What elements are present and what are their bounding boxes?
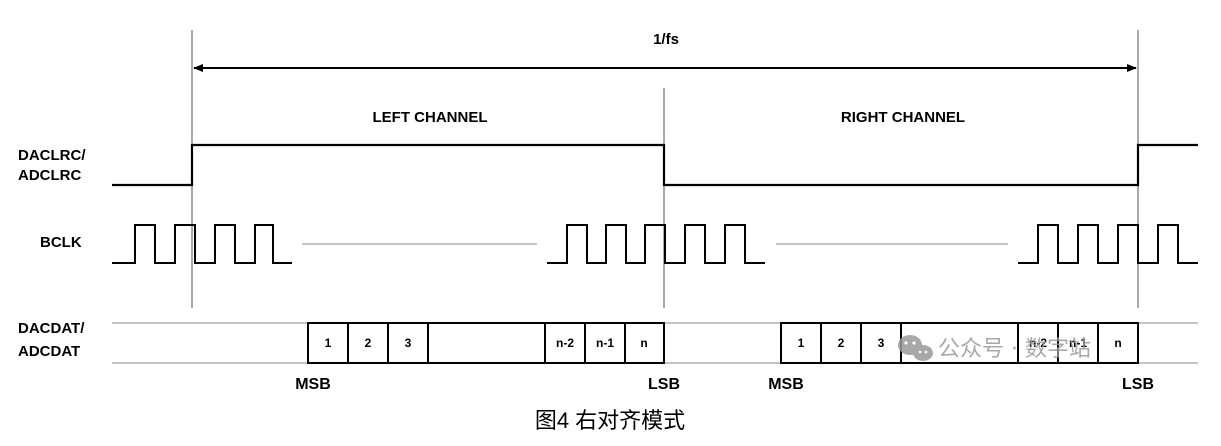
right-bit-1-label: 1 <box>798 336 805 350</box>
right-bit-2-label: 2 <box>838 336 845 350</box>
right-bit-n-1-label: n-1 <box>1069 336 1087 350</box>
bclk-waveform-group-1 <box>112 224 292 264</box>
bclk-waveform-group-3 <box>1018 224 1198 264</box>
lrc-signal-label-line1: DACLRC/ <box>18 147 86 164</box>
right-lsb-label: LSB <box>1122 376 1154 393</box>
left-data-cell-1 <box>307 322 349 364</box>
right-data-cell-n <box>1097 322 1139 364</box>
bclk-signal-label: BCLK <box>40 234 82 251</box>
period-label: 1/fs <box>653 31 679 48</box>
watermark-text: 公众号 · 数字站 <box>938 337 1091 362</box>
left-bit-n-label: n <box>640 336 647 350</box>
left-data-cell-2 <box>347 322 389 364</box>
left-data-cell-n <box>624 322 665 364</box>
left-bit-2-label: 2 <box>365 336 372 350</box>
wechat-icon <box>898 335 933 361</box>
right-channel-label: RIGHT CHANNEL <box>841 109 965 126</box>
right-msb-label: MSB <box>768 376 804 393</box>
dat-signal-label-line1: DACDAT/ <box>18 320 85 337</box>
right-bit-n-2-label: n-2 <box>1029 336 1047 350</box>
right-data-cell-n-1 <box>1057 322 1099 364</box>
right-bit-n-label: n <box>1114 336 1121 350</box>
right-data-cell-n-2 <box>1017 322 1059 364</box>
left-channel-data-word: 1 2 3 n-2 n-1 n <box>307 322 665 364</box>
bclk-waveform-group-2 <box>547 224 765 264</box>
left-bit-1-label: 1 <box>325 336 332 350</box>
right-data-cell-3 <box>860 322 902 364</box>
watermark: 公众号 · 数字站 <box>898 335 1091 362</box>
left-channel-label: LEFT CHANNEL <box>373 109 488 126</box>
left-bit-n-1-label: n-1 <box>596 336 614 350</box>
left-bit-n-2-label: n-2 <box>556 336 574 350</box>
left-data-cell-gap <box>427 322 546 364</box>
left-bit-3-label: 3 <box>405 336 412 350</box>
lrc-waveform <box>112 143 1198 187</box>
figure-caption: 图4 右对齐模式 <box>535 408 685 433</box>
left-lsb-label: LSB <box>648 376 680 393</box>
right-data-cell-2 <box>820 322 862 364</box>
left-msb-label: MSB <box>295 376 331 393</box>
right-data-cell-1 <box>780 322 822 364</box>
lrc-signal-label-line2: ADCLRC <box>18 167 81 184</box>
dat-signal-label-line2: ADCDAT <box>18 343 80 360</box>
right-bit-3-label: 3 <box>878 336 885 350</box>
